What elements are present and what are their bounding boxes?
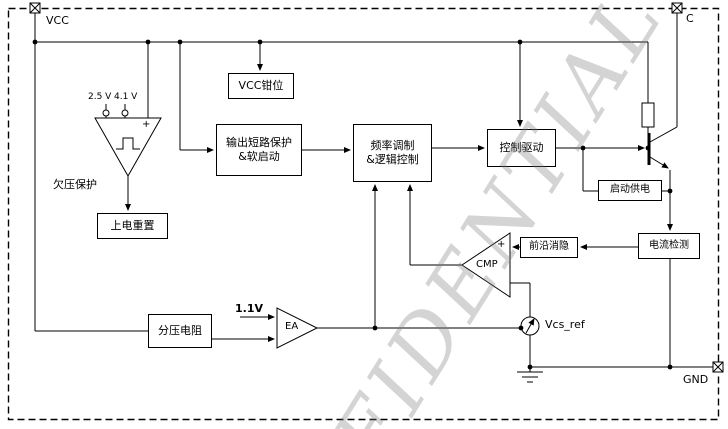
block-label: 上电重置 [110,219,155,233]
cmp-label: CMP [476,259,498,270]
pin-gnd-icon [712,361,724,373]
block-label: 启动供电 [610,184,650,196]
resistor-symbol [641,102,655,128]
transistor-symbol [647,126,678,169]
block-label: 频率调制 [370,139,415,153]
block-voltage-divider: 分压电阻 [148,314,212,348]
block-label: 前沿消隐 [529,241,569,253]
ref-4v1-label: 4.1 V [114,92,138,102]
block-label: 控制驱动 [499,141,544,155]
ground-icon [517,367,543,383]
uvlo-comparator-symbol [94,104,162,178]
block-control-drive: 控制驱动 [487,129,556,167]
vcs-ref-source-symbol [520,316,540,336]
block-label: 分压电阻 [158,324,202,338]
block-leading-edge-blanking: 前沿消隐 [520,237,578,258]
block-current-sense: 电流检测 [638,233,700,259]
ea-amplifier-symbol [276,307,319,349]
block-label: 输出短路保护 [226,136,292,150]
cmp-plus-sign: + [497,239,506,250]
ref-2v5-label: 2.5 V [88,92,112,102]
block-short-circuit-protect: 输出短路保护 &软启动 [216,124,302,176]
junction-dots [32,39,673,370]
block-startup-supply: 启动供电 [598,180,662,201]
block-label: 电流检测 [649,239,689,251]
block-freq-logic-control: 频率调制 &逻辑控制 [353,124,432,182]
pin-gnd-label: GND [683,373,709,386]
hysteresis-icon [116,137,140,150]
block-label: &逻辑控制 [366,153,419,166]
pin-c-label: C [686,12,694,25]
chip-boundary [7,7,720,421]
uvlo-plus-sign: + [142,119,151,130]
pin-vcc-icon [29,2,41,14]
block-power-on-reset: 上电重置 [97,213,168,239]
block-label: VCC钳位 [238,79,284,93]
wire-group [34,13,713,368]
arrow-wire-group [125,42,673,342]
block-vcc-clamp: VCC钳位 [228,73,294,99]
vcs-ref-label: Vcs_ref [545,318,585,331]
ea-ref-1v1-label: 1.1V [235,302,263,315]
ea-label: EA [285,321,299,332]
uvlo-label: 欠压保护 [53,178,97,191]
cmp-comparator-symbol [461,232,511,298]
block-label: &软启动 [238,150,280,163]
pin-vcc-label: VCC [46,14,69,27]
pin-c-icon [671,2,683,14]
